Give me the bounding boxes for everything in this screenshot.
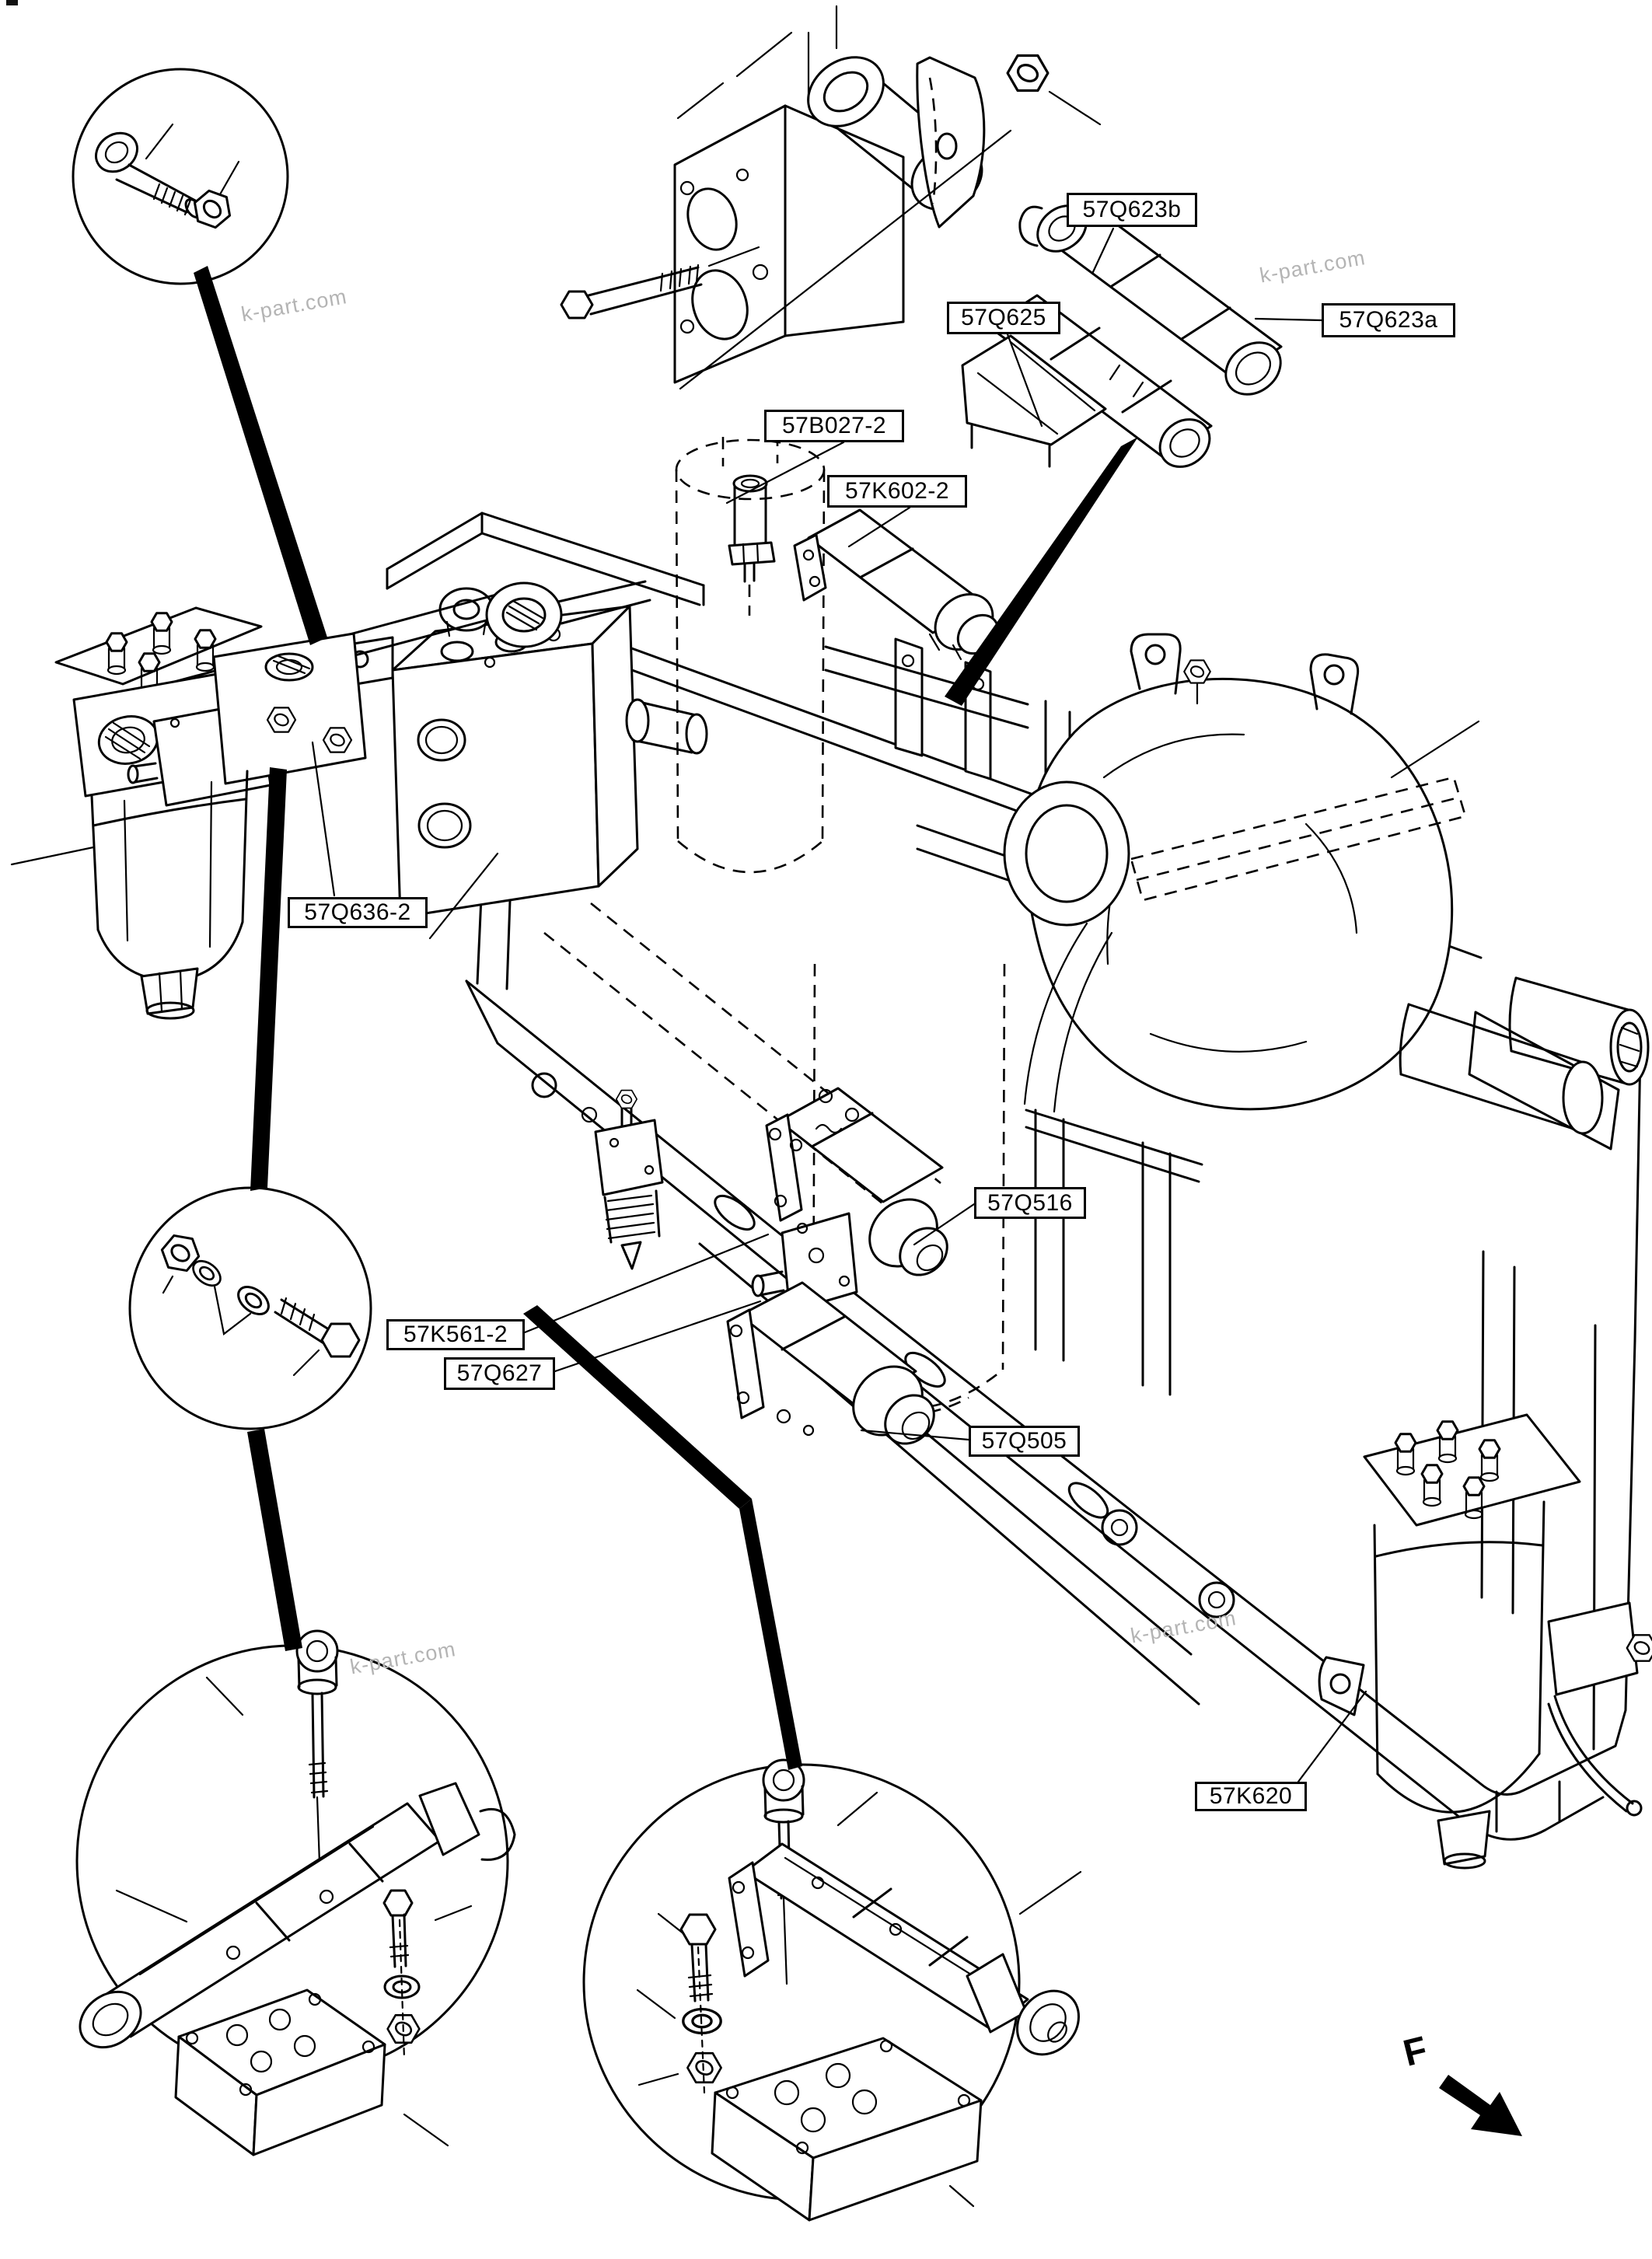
right-filter-57K620 (1318, 1413, 1652, 1870)
part-label-57Q625[interactable]: 57Q625 (947, 302, 1060, 334)
pilot-filter-hidden (675, 434, 826, 874)
part-label-57K561-2[interactable]: 57K561-2 (386, 1319, 525, 1350)
label-leader-lines (10, 90, 1480, 1783)
balloon-valve-bottom-center (582, 1758, 1082, 2222)
balloon-valve-bottom-left (75, 1629, 516, 2156)
part-label-57K620[interactable]: 57K620 (1195, 1782, 1307, 1811)
valve-57K602 (793, 508, 1029, 780)
cartridge-valve (594, 1089, 664, 1270)
valve-group-57Q623 (961, 204, 1283, 468)
frame-weldment (386, 512, 1650, 1841)
part-label-57B027-2[interactable]: 57B027-2 (764, 410, 904, 442)
center-manifold-block (333, 580, 708, 919)
hydraulic-pump (1003, 633, 1604, 1135)
thick-leader-lines (194, 266, 1138, 1770)
corner-artifact (6, 0, 18, 5)
top-center-manifold (560, 5, 1050, 384)
direction-arrow (1439, 2075, 1522, 2136)
fitting-57B027 (728, 474, 776, 616)
center-valve-cluster (726, 1087, 1203, 1445)
part-label-57Q623b[interactable]: 57Q623b (1067, 193, 1197, 227)
balloon-bolt-nut-top-left (72, 68, 289, 285)
part-label-57Q516[interactable]: 57Q516 (974, 1187, 1086, 1219)
part-label-57Q627[interactable]: 57Q627 (444, 1357, 555, 1390)
balloon-nut-washers-mid-left (128, 1186, 372, 1430)
part-label-57Q623a[interactable]: 57Q623a (1322, 303, 1455, 337)
left-filter-assembly (54, 581, 563, 1020)
part-label-57Q505[interactable]: 57Q505 (969, 1426, 1080, 1457)
part-label-57K602-2[interactable]: 57K602-2 (827, 475, 967, 508)
part-label-57Q636-2[interactable]: 57Q636-2 (288, 897, 428, 928)
